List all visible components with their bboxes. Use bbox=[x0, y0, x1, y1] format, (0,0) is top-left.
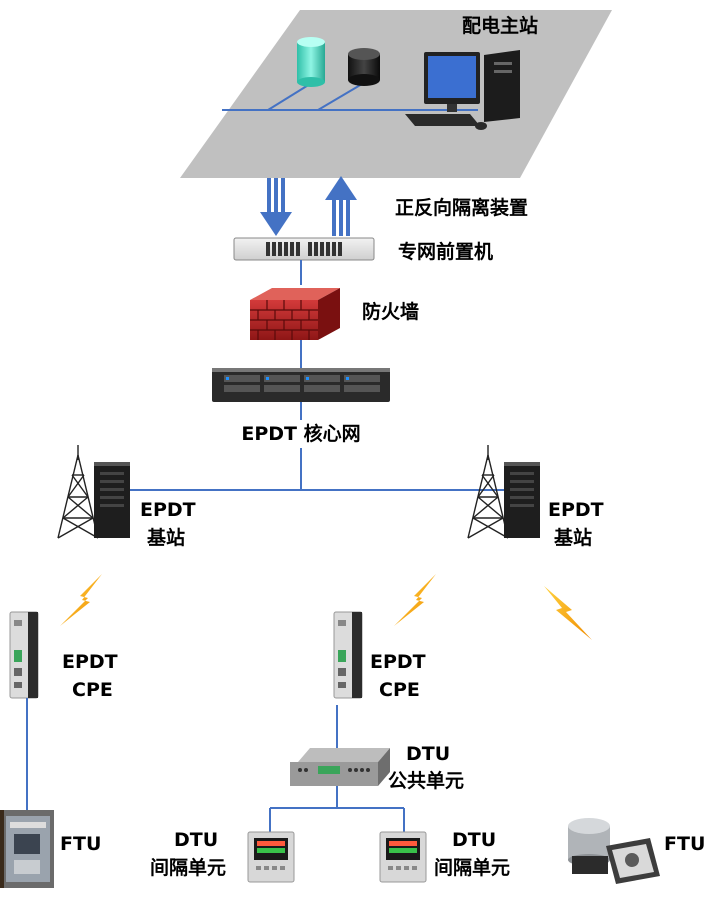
base-station-left-label-1: EPDT bbox=[140, 499, 196, 521]
lan-link-db1 bbox=[267, 83, 311, 111]
ftu-right-label: FTU bbox=[664, 833, 705, 855]
ftu-round-device-icon bbox=[568, 818, 660, 884]
ftu-cabinet-icon bbox=[0, 810, 54, 888]
dtu-common-label-1: DTU bbox=[406, 743, 450, 765]
cpe-mid-label-1: EPDT bbox=[370, 651, 426, 673]
core-network-label: EPDT 核心网 bbox=[241, 422, 360, 445]
ftu-left-label: FTU bbox=[60, 833, 101, 855]
cpe-mid-label-2: CPE bbox=[379, 679, 420, 701]
base-station-right-label-1: EPDT bbox=[548, 499, 604, 521]
base-station-cabinet-icon bbox=[504, 462, 540, 538]
base-station-left-label-2: 基站 bbox=[146, 526, 185, 549]
cpe-left-label-1: EPDT bbox=[62, 651, 118, 673]
cpe-device-icon bbox=[333, 611, 363, 699]
front-end-server-icon bbox=[233, 237, 375, 261]
firewall-icon bbox=[250, 288, 340, 340]
dtu-bay-unit-icon bbox=[379, 831, 427, 883]
front-end-label: 专网前置机 bbox=[398, 240, 493, 263]
dtu-bay-right-label-1: DTU bbox=[452, 829, 496, 851]
wireless-lightning-icon bbox=[394, 574, 436, 626]
cpe-left-label-2: CPE bbox=[72, 679, 113, 701]
dtu-bay-left-label-2: 间隔单元 bbox=[150, 856, 226, 879]
wireless-lightning-icon bbox=[544, 586, 592, 640]
database-icon bbox=[297, 37, 325, 87]
cpe-device-icon bbox=[9, 611, 39, 699]
master-station-platform bbox=[180, 10, 612, 178]
base-station-tower-icon bbox=[57, 445, 99, 539]
dtu-common-unit-icon bbox=[290, 748, 390, 786]
server-cylinder-icon bbox=[348, 48, 380, 86]
dtu-bay-unit-icon bbox=[247, 831, 295, 883]
base-station-tower-icon bbox=[467, 445, 509, 539]
base-station-cabinet-icon bbox=[94, 462, 130, 538]
dtu-bay-right-label-2: 间隔单元 bbox=[434, 856, 510, 879]
workstation-computer-icon bbox=[405, 50, 520, 130]
firewall-label: 防火墙 bbox=[362, 300, 419, 323]
down-arrow-icon bbox=[260, 178, 292, 236]
isolation-device-label: 正反向隔离装置 bbox=[395, 196, 528, 219]
dtu-common-label-2: 公共单元 bbox=[388, 769, 464, 792]
base-station-right-label-2: 基站 bbox=[553, 526, 592, 549]
core-network-server-icon bbox=[212, 368, 390, 402]
dtu-bay-left-label-1: DTU bbox=[174, 829, 218, 851]
wireless-lightning-icon bbox=[60, 574, 102, 626]
master-station-label: 配电主站 bbox=[462, 14, 538, 37]
up-arrow-icon bbox=[325, 176, 357, 236]
lan-link-db2 bbox=[317, 83, 363, 111]
